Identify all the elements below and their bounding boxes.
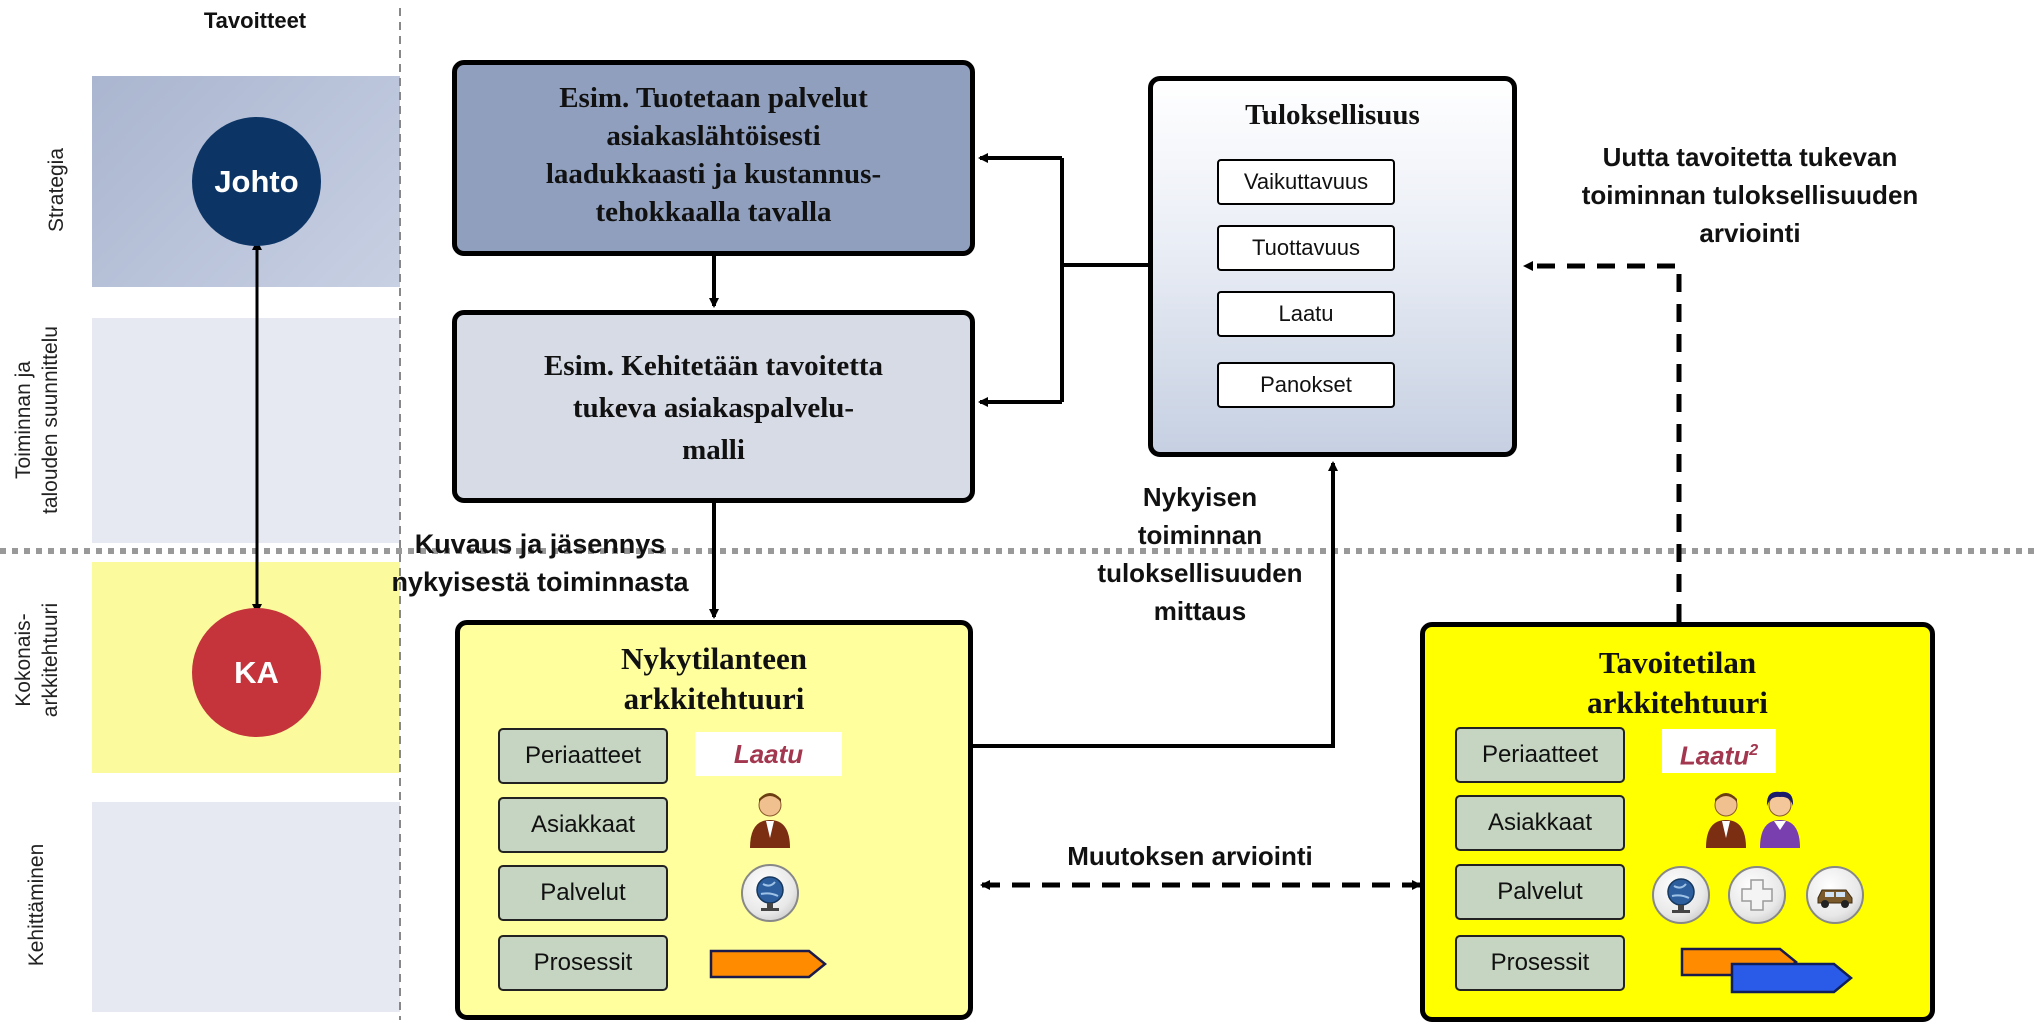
- evaluation-label: Uutta tavoitetta tukevan toiminnan tulok…: [1530, 138, 1970, 252]
- dev-line-2: tukeva asiakaspalvelu-: [572, 392, 855, 424]
- car-icon-glyph: [1817, 889, 1853, 908]
- goal-line-4: tehokkaalla tavalla: [595, 196, 832, 228]
- current-title-1: Nykytilanteen: [621, 641, 807, 676]
- target-item-prosessit: Prosessit: [1455, 935, 1625, 991]
- johto-label: Johto: [214, 163, 299, 199]
- metric-vaikuttavuus: Vaikuttavuus: [1217, 159, 1395, 205]
- target-quality-label: Laatu2: [1662, 729, 1776, 773]
- description-line-1: Kuvaus ja jäsennys: [414, 529, 666, 559]
- process-arrow-icon: [709, 949, 827, 979]
- evaluation-line-2: toiminnan tuloksellisuuden: [1581, 180, 1919, 210]
- cross-icon: [1728, 866, 1786, 924]
- goal-line-3: laadukkaasti ja kustannus-: [545, 158, 882, 190]
- target-item-periaatteet: Periaatteet: [1455, 727, 1625, 783]
- cross-icon-glyph: [1741, 879, 1773, 911]
- target-quality-text: Laatu: [1679, 740, 1750, 771]
- current-item-asiakkaat: Asiakkaat: [498, 797, 668, 853]
- person-icon: [1706, 793, 1746, 848]
- development-band: [92, 802, 400, 1012]
- goal-line-2: asiakaslähtöisesti: [606, 120, 821, 152]
- development-box: Esim. Kehitetään tavoitetta tukeva asiak…: [452, 310, 975, 503]
- measurement-line-2: toiminnan: [1137, 520, 1263, 550]
- target-title-2: arkkitehtuuri: [1587, 685, 1768, 720]
- ka-label: KA: [234, 654, 279, 690]
- dev-line-3: malli: [682, 434, 745, 466]
- evaluation-arrow: [1523, 261, 1682, 622]
- goals-header: Tavoitteet: [203, 8, 307, 33]
- globe-icon-glyph: [756, 876, 784, 911]
- person-icon: [1760, 791, 1800, 848]
- metric-laatu: Laatu: [1217, 291, 1395, 337]
- dev-line-1: Esim. Kehitetään tavoitetta: [543, 350, 884, 382]
- current-item-prosessit: Prosessit: [498, 935, 668, 991]
- johto-circle: Johto: [192, 117, 321, 246]
- metric-tuottavuus: Tuottavuus: [1217, 225, 1395, 271]
- target-title: Tavoitetilan arkkitehtuuri: [1425, 643, 1930, 723]
- person-icon: [750, 793, 790, 848]
- description-line-2: nykyisestä toiminnasta: [391, 567, 689, 597]
- target-quality-sup: 2: [1749, 742, 1759, 759]
- current-title: Nykytilanteen arkkitehtuuri: [460, 639, 968, 719]
- evaluation-line-3: arviointi: [1699, 218, 1801, 248]
- goal-line-1: Esim. Tuotetaan palvelut: [559, 82, 868, 114]
- current-item-palvelut: Palvelut: [498, 865, 668, 921]
- measurement-line-1: Nykyisen: [1142, 482, 1258, 512]
- goal-box: Esim. Tuotetaan palvelut asiakaslähtöise…: [452, 60, 975, 256]
- measurement-line-4: mittaus: [1153, 596, 1247, 626]
- target-item-asiakkaat: Asiakkaat: [1455, 795, 1625, 851]
- metric-panokset: Panokset: [1217, 362, 1395, 408]
- evaluation-line-1: Uutta tavoitetta tukevan: [1602, 142, 1898, 172]
- globe-icon-glyph: [1667, 878, 1695, 913]
- globe-icon: [741, 864, 799, 922]
- measurement-line-3: tuloksellisuuden: [1097, 558, 1303, 588]
- process-arrow-icon: [1730, 962, 1853, 994]
- ka-circle: KA: [192, 608, 321, 737]
- description-label: Kuvaus ja jäsennys nykyisestä toiminnast…: [345, 525, 735, 601]
- measure-arrow: [973, 461, 1338, 748]
- measurement-label: Nykyisen toiminnan tuloksellisuuden mitt…: [1075, 478, 1325, 630]
- target-item-palvelut: Palvelut: [1455, 864, 1625, 920]
- target-title-1: Tavoitetilan: [1598, 645, 1757, 680]
- current-item-periaatteet: Periaatteet: [498, 728, 668, 784]
- performance-title: Tuloksellisuus: [1245, 99, 1420, 131]
- current-title-2: arkkitehtuuri: [623, 681, 805, 716]
- car-icon: [1806, 866, 1864, 924]
- globe-icon: [1652, 866, 1710, 924]
- current-quality-label: Laatu: [695, 732, 842, 776]
- change-label: Muutoksen arviointi: [1067, 841, 1313, 871]
- planning-band: [92, 318, 400, 543]
